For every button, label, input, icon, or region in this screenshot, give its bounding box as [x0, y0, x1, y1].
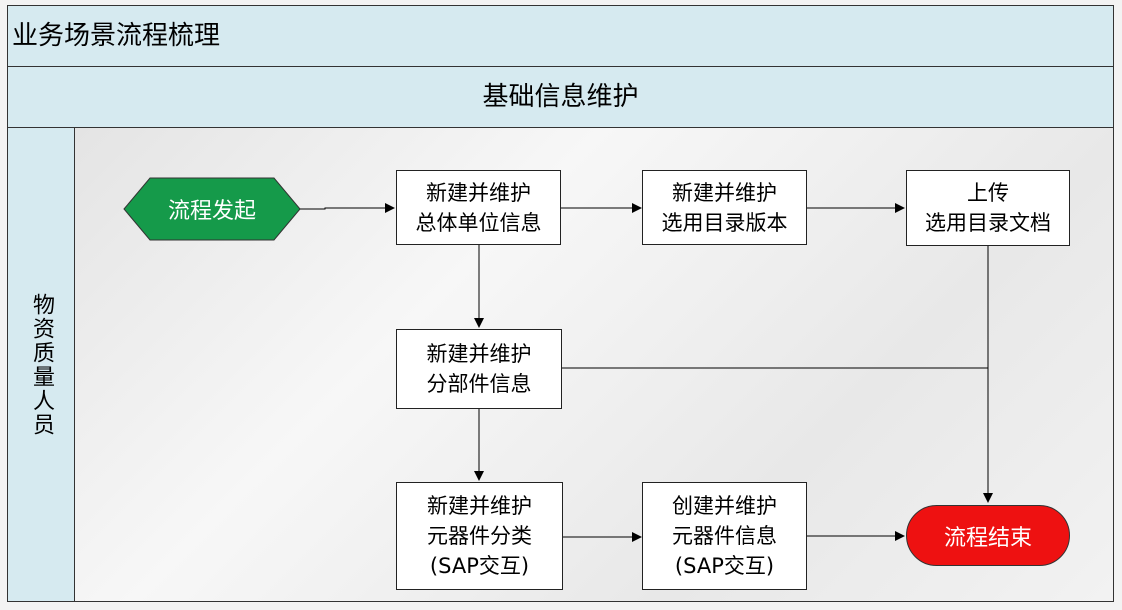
node-line: 新建并维护 [427, 494, 532, 518]
phase-header: 基础信息维护 [7, 66, 1114, 128]
node-device-info: 创建并维护 元器件信息 (SAP交互) [642, 482, 807, 590]
node-line: 创建并维护 [672, 494, 777, 518]
edge-start-n1 [300, 203, 395, 213]
node-line: (SAP交互) [674, 554, 775, 578]
node-line: 元器件信息 [672, 524, 777, 548]
node-line: 分部件信息 [426, 372, 532, 396]
end-node: 流程结束 [906, 505, 1070, 566]
node-line: 新建并维护 [672, 180, 777, 205]
node-line: 选用目录版本 [661, 210, 788, 235]
node-component-info: 新建并维护 分部件信息 [396, 329, 562, 409]
node-line: 新建并维护 [426, 180, 531, 205]
start-node: 流程发起 [167, 199, 256, 224]
node-line: 选用目录文档 [925, 211, 1051, 235]
swimlane-label-text: 物资质量人员 [29, 292, 54, 437]
node-line: 元器件分类 [427, 524, 532, 548]
node-device-category: 新建并维护 元器件分类 (SAP交互) [396, 482, 563, 590]
node-general-unit-info: 新建并维护 总体单位信息 [396, 170, 561, 245]
node-line: 上传 [967, 181, 1009, 205]
swimlane-label: 物资质量人员 [7, 127, 75, 602]
node-line: 总体单位信息 [415, 210, 542, 235]
node-upload-catalog-doc: 上传 选用目录文档 [906, 170, 1070, 246]
node-catalog-version: 新建并维护 选用目录版本 [642, 170, 807, 245]
diagram-title: 业务场景流程梳理 [7, 5, 1114, 67]
node-line: (SAP交互) [429, 554, 530, 578]
node-line: 新建并维护 [426, 342, 532, 366]
